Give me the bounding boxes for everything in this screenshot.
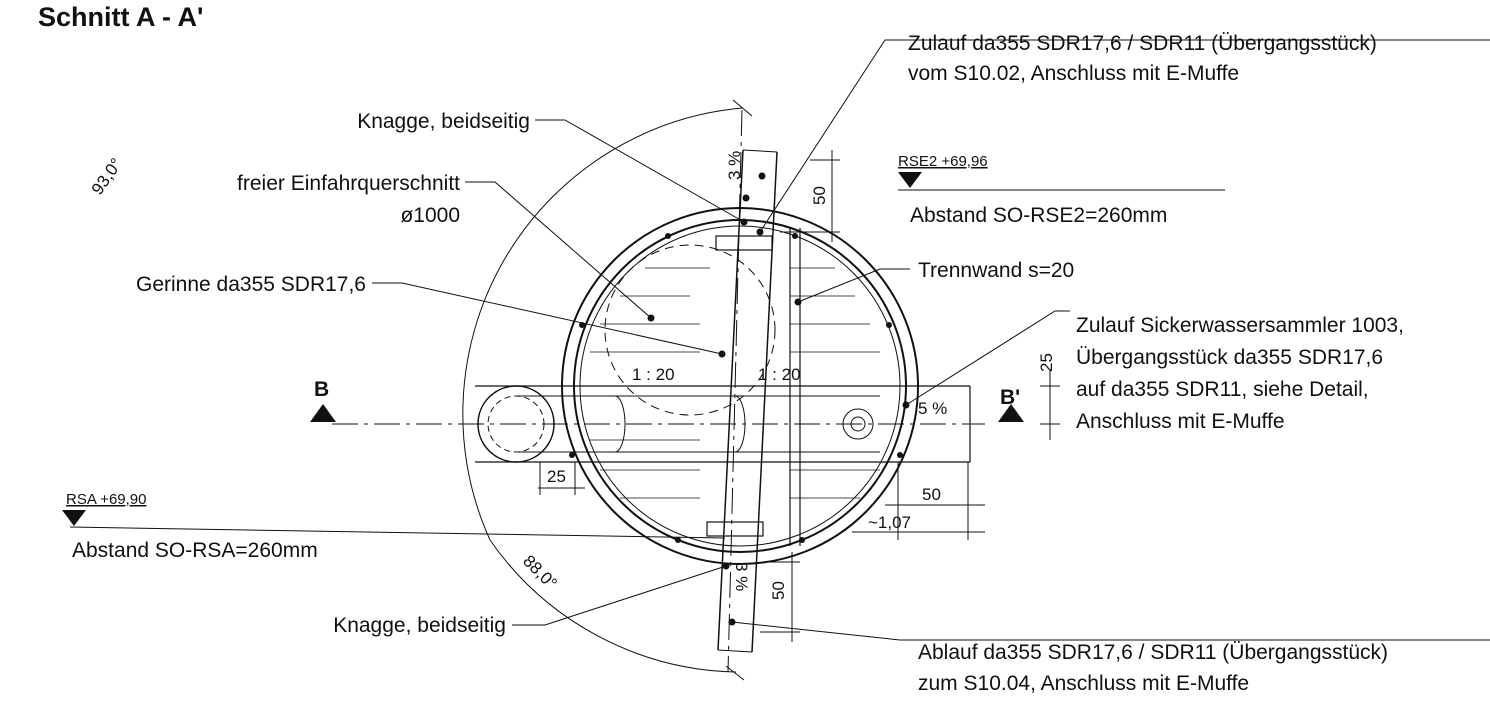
- channel-end-top: [742, 149, 778, 153]
- level-rsa: RSA +69,90: [66, 491, 146, 508]
- dim-50-bottom: 50: [769, 581, 788, 600]
- channel-edge-right: [751, 151, 778, 653]
- arc-tick: [732, 99, 753, 117]
- socket-bottom: [706, 521, 764, 537]
- slope-top: 3 %: [725, 151, 744, 180]
- pipe-section-curve: [614, 395, 626, 453]
- slope-left: 1 : 20: [632, 365, 675, 384]
- level-note-rsa: Abstand SO-RSA=260mm: [72, 539, 318, 562]
- angle-label-top: 93,0°: [88, 155, 126, 199]
- callout-zulauf-sicker-3: auf da355 SDR11, siehe Detail,: [1076, 378, 1369, 401]
- callout-gerinne: Gerinne da355 SDR17,6: [136, 273, 366, 296]
- callout-zulauf-top-1: Zulauf da355 SDR17,6 / SDR11 (Übergangss…: [908, 32, 1377, 55]
- pipe-end-inner-circle: [487, 395, 545, 453]
- slope-bottom: 3 %: [732, 562, 751, 591]
- angle-arc-bottom: [489, 539, 737, 673]
- channel-end-bottom: [717, 649, 753, 653]
- arc-tick: [725, 665, 745, 681]
- bench-hatching: [590, 267, 880, 499]
- dim-50-right: 50: [922, 485, 941, 504]
- angle-label-bottom: 88,0°: [519, 551, 561, 593]
- level-marker-rsa: [62, 510, 86, 526]
- callout-knagge-bottom: Knagge, beidseitig: [333, 614, 506, 637]
- callout-zulauf-sicker-1: Zulauf Sickerwassersammler 1003,: [1076, 314, 1404, 337]
- pipe-section-curve: [734, 395, 746, 453]
- callout-trennwand: Trennwand s=20: [918, 259, 1074, 282]
- dim-25-left: 25: [547, 467, 566, 486]
- channel-edge-left: [717, 149, 744, 651]
- callout-ablauf-1: Ablauf da355 SDR17,6 / SDR11 (Übergangss…: [918, 641, 1388, 664]
- dimension-lines: [538, 150, 1060, 642]
- leader-lines: [372, 39, 1490, 641]
- dim-50-top: 50: [810, 186, 829, 205]
- callout-ablauf-2: zum S10.04, Anschluss mit E-Muffe: [918, 672, 1249, 695]
- drawing-title: Schnitt A - A': [38, 2, 203, 32]
- callout-einfahr-2: ø1000: [400, 204, 460, 227]
- flange-symbol-inner: [850, 416, 866, 432]
- flange-symbol: [842, 408, 874, 440]
- shaft-lining: [579, 225, 901, 547]
- angle-arc-top: [462, 107, 743, 541]
- callout-zulauf-sicker-4: Anschluss mit E-Muffe: [1076, 410, 1285, 433]
- level-note-rse2: Abstand SO-RSE2=260mm: [910, 204, 1167, 227]
- slope-right: 1 : 20: [758, 365, 801, 384]
- level-marker-rse2: [898, 172, 922, 188]
- free-entry-circle: [604, 244, 776, 416]
- dim-1-07: ~1,07: [868, 513, 911, 532]
- callout-einfahr-1: freier Einfahrquerschnitt: [237, 172, 460, 195]
- callout-zulauf-sicker-2: Übergangsstück da355 SDR17,6: [1076, 346, 1383, 369]
- dim-25-right: 25: [1037, 353, 1056, 372]
- pipe-end-circle: [477, 385, 555, 463]
- callout-knagge-top: Knagge, beidseitig: [357, 110, 530, 133]
- callout-zulauf-top-2: vom S10.02, Anschluss mit E-Muffe: [908, 62, 1239, 85]
- section-arrow-b-prime: [998, 404, 1024, 422]
- leader-dots: [647, 172, 910, 626]
- level-rse2: RSE2 +69,96: [898, 153, 988, 170]
- socket-top: [715, 235, 773, 251]
- section-mark-b-prime: B': [1000, 386, 1020, 409]
- section-arrow-b: [310, 404, 336, 422]
- level-line-rsa: [69, 526, 726, 539]
- slope-side: 5 %: [918, 399, 947, 418]
- section-mark-b: B: [314, 378, 329, 401]
